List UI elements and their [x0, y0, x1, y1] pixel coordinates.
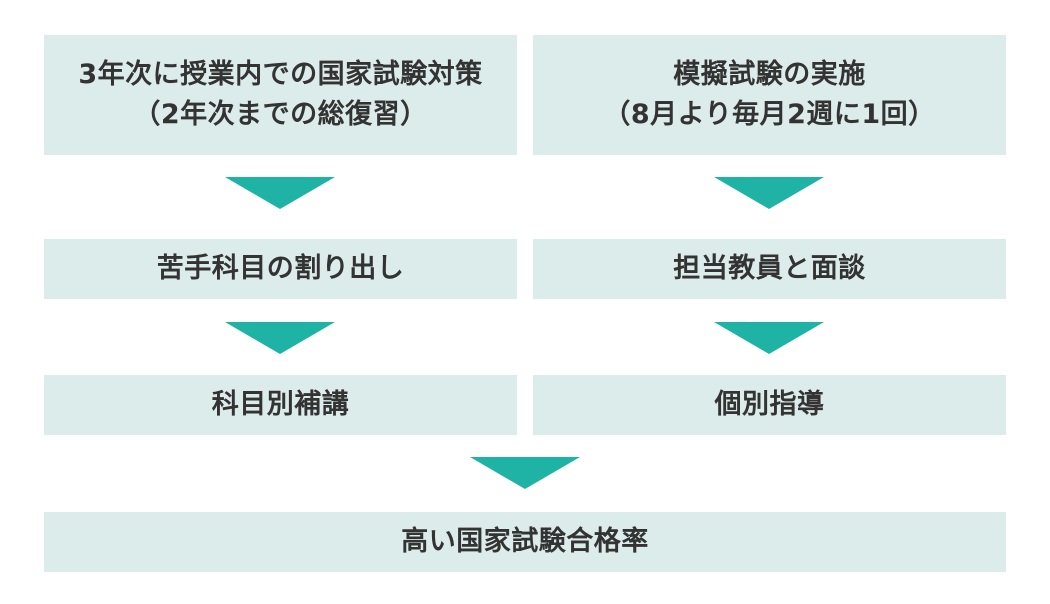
result-text: 高い国家試験合格率 — [401, 526, 649, 557]
right-step1-box: 模擬試験の実施 （8月より毎月2週に1回） — [533, 35, 1006, 155]
right-step1-line1: 模擬試験の実施 — [673, 59, 866, 90]
left-step1-line1: 3年次に授業内での国家試験対策 — [78, 59, 483, 90]
right-arrow-2 — [714, 322, 824, 354]
right-step2-box: 担当教員と面談 — [533, 239, 1006, 299]
result-box: 高い国家試験合格率 — [44, 512, 1006, 572]
right-arrow-1 — [714, 177, 824, 209]
left-step3-box: 科目別補講 — [44, 375, 517, 435]
left-step2-text: 苦手科目の割り出し — [156, 253, 405, 284]
center-arrow — [470, 457, 580, 489]
left-step1-line2: （2年次までの総復習） — [133, 99, 428, 130]
right-step2-text: 担当教員と面談 — [673, 253, 866, 284]
right-step3-text: 個別指導 — [714, 389, 825, 420]
left-step3-text: 科目別補講 — [211, 389, 350, 420]
left-arrow-2 — [225, 322, 335, 354]
left-step1-box: 3年次に授業内での国家試験対策 （2年次までの総復習） — [44, 35, 517, 155]
right-step1-line2: （8月より毎月2週に1回） — [603, 99, 936, 130]
left-arrow-1 — [225, 177, 335, 209]
right-step3-box: 個別指導 — [533, 375, 1006, 435]
left-step2-box: 苦手科目の割り出し — [44, 239, 517, 299]
